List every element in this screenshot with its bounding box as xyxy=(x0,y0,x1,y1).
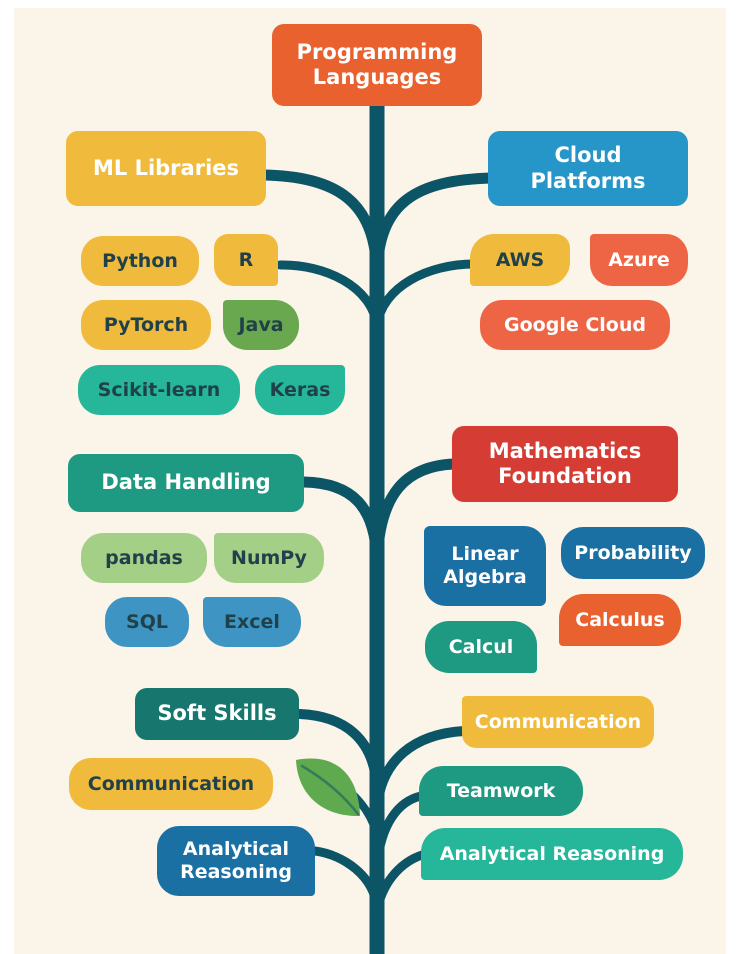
azure-chip: Azure xyxy=(590,234,688,286)
branch-mathematics xyxy=(371,458,460,566)
branch-r xyxy=(275,260,382,331)
node-label: Data Handling xyxy=(101,470,271,495)
data-handling-node: Data Handling xyxy=(68,454,304,512)
r-chip: R xyxy=(214,234,278,286)
aws-chip: AWS xyxy=(470,234,570,286)
tree-diagram xyxy=(256,98,498,954)
teamwork-chip: Teamwork xyxy=(419,766,583,816)
branch-soft-skills xyxy=(295,709,382,793)
node-label: NumPy xyxy=(231,546,307,569)
node-label: AWS xyxy=(495,248,545,271)
sql-chip: SQL xyxy=(105,597,189,647)
node-label: Cloud Platforms xyxy=(530,143,646,193)
branch-aws xyxy=(372,259,479,331)
node-label: R xyxy=(238,248,254,271)
leaf-icon xyxy=(296,758,360,817)
node-label: Keras xyxy=(269,378,331,401)
node-label: Azure xyxy=(608,248,670,271)
tree-branches xyxy=(256,98,498,954)
node-label: Scikit-learn xyxy=(97,378,221,401)
branch-ml-libraries xyxy=(256,169,383,276)
analytical-reasoning-right-chip: Analytical Reasoning xyxy=(421,828,683,880)
node-label: ML Libraries xyxy=(92,155,240,180)
java-chip: Java xyxy=(223,300,299,350)
google-cloud-chip: Google Cloud xyxy=(480,300,670,350)
branch-teamwork xyxy=(372,791,426,871)
node-label: Calcul xyxy=(448,635,514,658)
soft-skills-node: Soft Skills xyxy=(135,688,299,740)
node-label: Excel xyxy=(224,610,280,633)
excel-chip: Excel xyxy=(203,597,301,647)
calcul-chip: Calcul xyxy=(425,621,537,673)
python-chip: Python xyxy=(81,236,199,286)
node-label: Mathematics Foundation xyxy=(488,438,642,488)
branch-cloud-platforms xyxy=(371,172,498,276)
keras-chip: Keras xyxy=(255,365,345,415)
probability-chip: Probability xyxy=(561,527,705,579)
cloud-platforms-node: Cloud Platforms xyxy=(488,131,688,206)
pytorch-chip: PyTorch xyxy=(81,300,211,350)
node-label: Analytical Reasoning xyxy=(439,842,665,865)
analytical-reasoning-left-chip: Analytical Reasoning xyxy=(157,826,315,896)
branch-communication-right xyxy=(372,726,469,813)
node-label: Java xyxy=(238,313,284,336)
node-label: Communication xyxy=(474,710,642,733)
node-label: Communication xyxy=(87,772,255,795)
communication-right-chip: Communication xyxy=(462,696,654,748)
mathematics-foundation-node: Mathematics Foundation xyxy=(452,426,678,502)
node-label: Teamwork xyxy=(446,779,556,802)
node-label: PyTorch xyxy=(103,313,189,336)
node-label: Programming Languages xyxy=(296,39,458,89)
pandas-chip: pandas xyxy=(81,533,207,583)
node-label: Soft Skills xyxy=(157,701,277,726)
mind-map-canvas: Programming Languages ML Libraries Pytho… xyxy=(14,8,726,954)
programming-languages-node: Programming Languages xyxy=(272,24,482,106)
node-label: Google Cloud xyxy=(504,313,646,336)
linear-algebra-chip: Linear Algebra xyxy=(424,526,546,606)
node-label: Python xyxy=(102,249,178,272)
scikit-learn-chip: Scikit-learn xyxy=(78,365,240,415)
ml-libraries-node: ML Libraries xyxy=(66,131,266,206)
node-label: SQL xyxy=(126,610,168,633)
node-label: pandas xyxy=(105,546,183,569)
node-label: Linear Algebra xyxy=(443,543,527,588)
numpy-chip: NumPy xyxy=(214,533,324,583)
branch-analytical-right xyxy=(372,850,427,915)
node-label: Analytical Reasoning xyxy=(180,838,292,883)
branch-analytical-left xyxy=(310,846,382,913)
calculus-chip: Calculus xyxy=(559,594,681,646)
communication-left-chip: Communication xyxy=(69,758,273,810)
node-label: Probability xyxy=(574,541,692,564)
node-label: Calculus xyxy=(575,608,665,631)
